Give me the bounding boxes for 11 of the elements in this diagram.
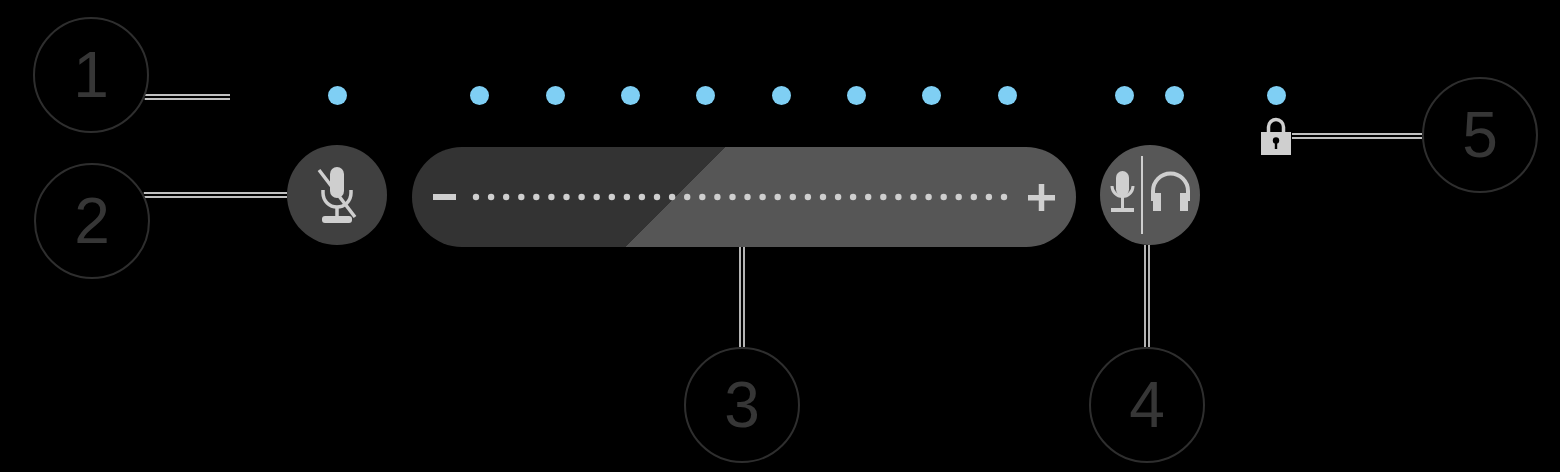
leader-line (1144, 244, 1150, 348)
callout-circle (33, 17, 149, 133)
callout-circle (684, 347, 800, 463)
callout-circle (34, 163, 150, 279)
callout-circle (1089, 347, 1205, 463)
callout-circle (1422, 77, 1538, 193)
leader-line (143, 192, 288, 198)
leader-line (739, 246, 745, 348)
padlock-icon (1260, 117, 1292, 155)
leader-line (1291, 133, 1423, 139)
leader-line (144, 94, 231, 100)
